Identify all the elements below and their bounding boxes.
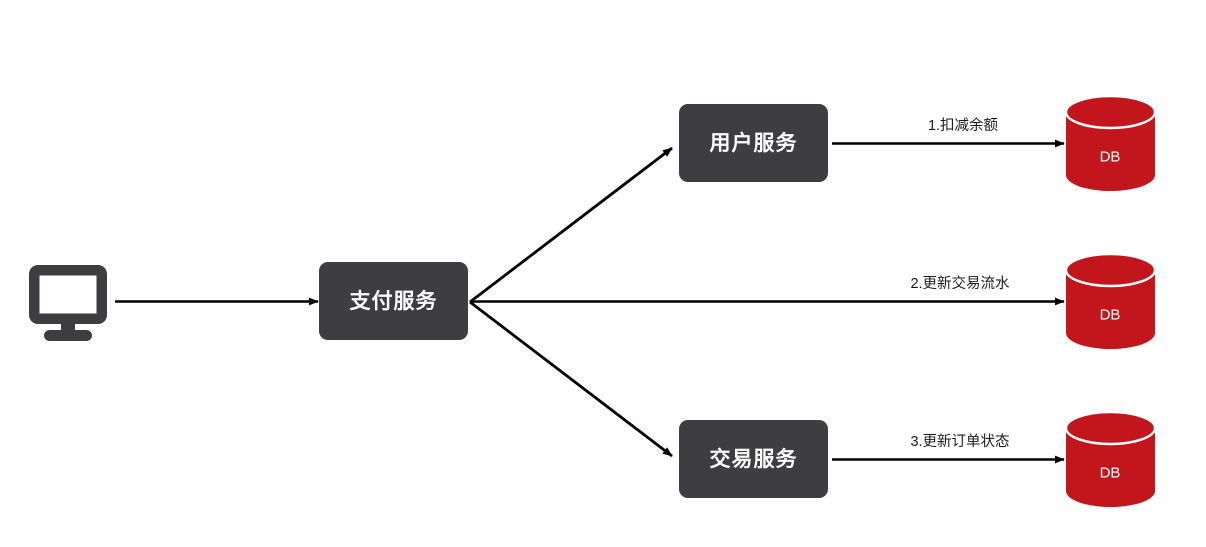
db-cylinder-payment [1064,252,1157,349]
edge-label-user-db: 1.扣减余额 [927,118,999,134]
node-user-service-label: 用户服务 [709,131,798,155]
edge-label-transaction-db: 3.更新订单状态 [910,434,1010,450]
db-cylinder-user [1064,94,1157,191]
edge-payment-transaction [469,300,673,458]
node-transaction-service-label: 交易服务 [709,447,798,471]
node-transaction-service[interactable]: 交易服务 [679,420,828,498]
node-payment-service-label: 支付服务 [349,289,438,313]
node-user-service[interactable]: 用户服务 [679,104,828,182]
edge-label-payment-db: 2.更新交易流水 [910,276,1010,292]
db-cylinder-transaction [1064,410,1157,507]
node-payment-service[interactable]: 支付服务 [319,262,468,340]
edge-payment-user [469,146,673,304]
monitor-icon [29,265,107,341]
